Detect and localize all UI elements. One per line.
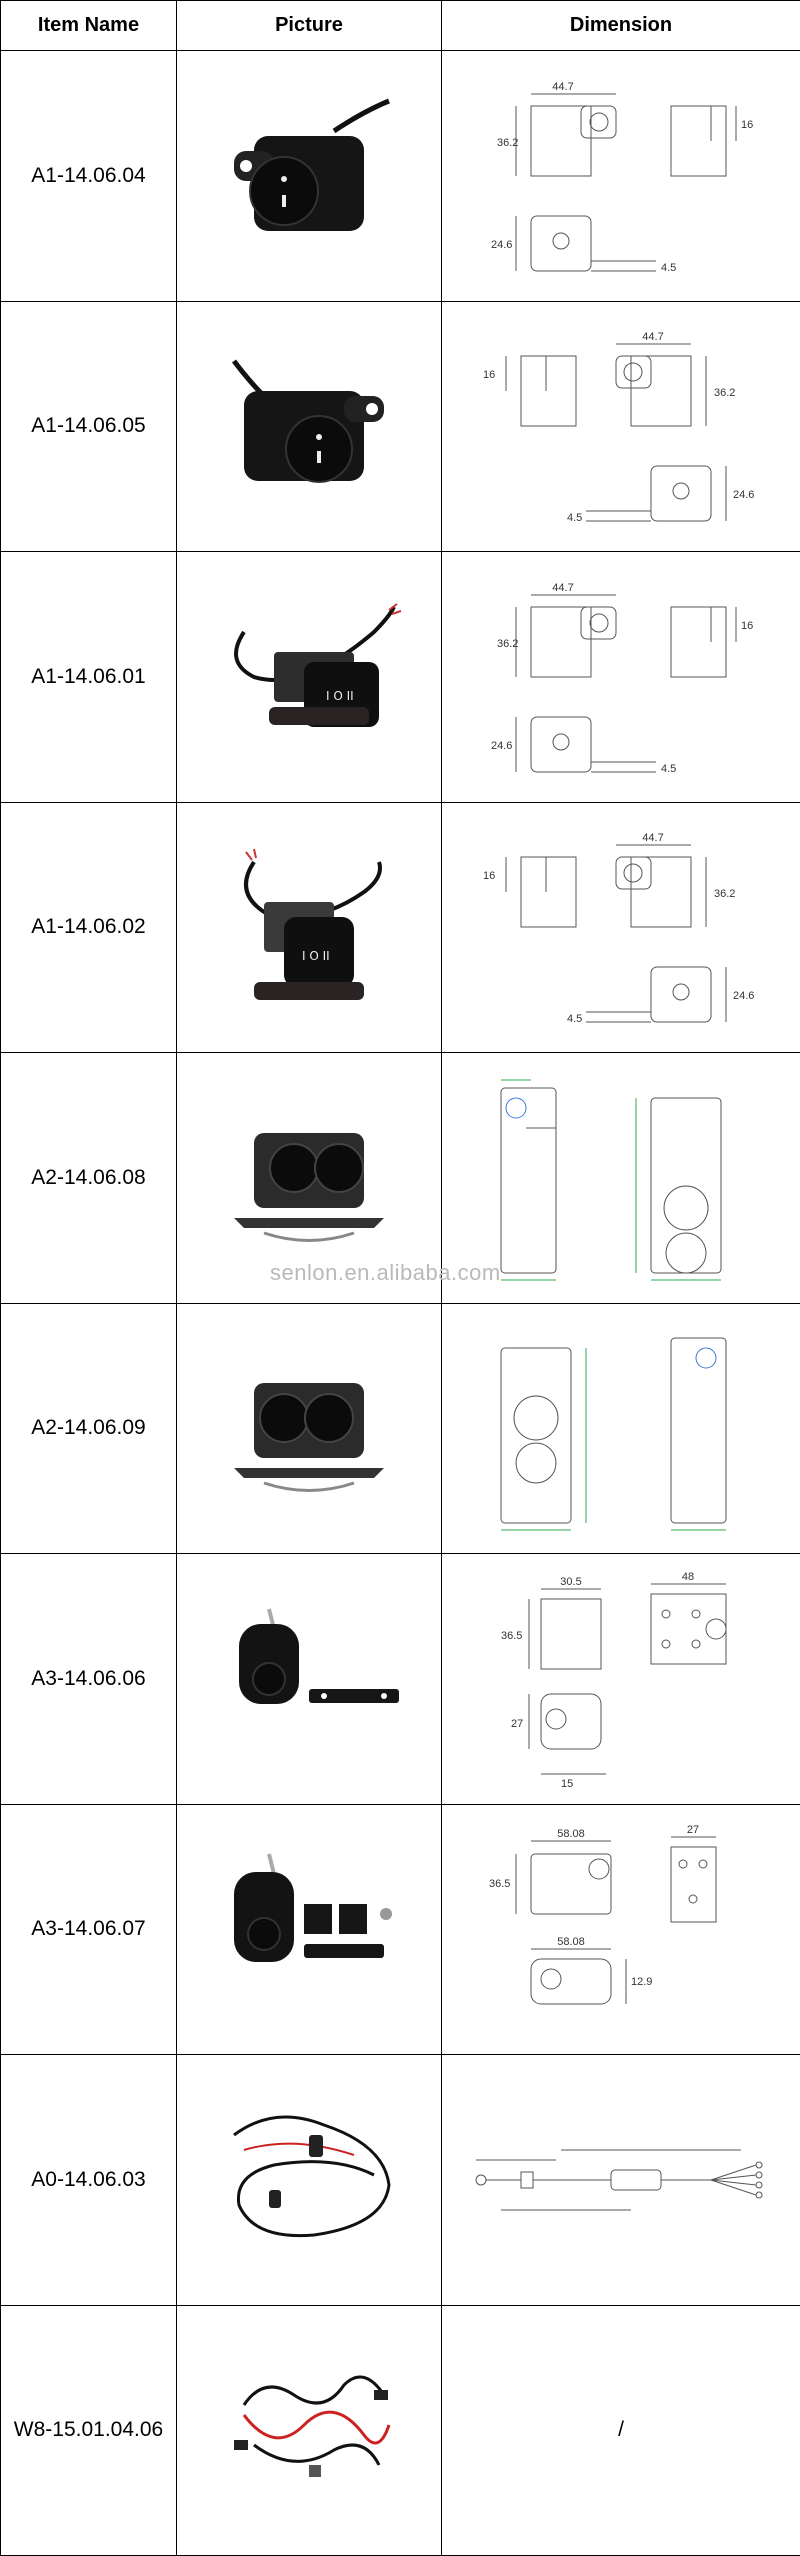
dim-depth-label: 16 (741, 620, 753, 632)
dimension-cell: 30.5 48 36.5 27 15 (442, 1554, 800, 1805)
dim-width2-label: 27 (687, 1824, 699, 1836)
single-rocker-switch-icon (214, 91, 404, 261)
header-item-name: Item Name (1, 1, 177, 51)
dimension-drawing (471, 1068, 771, 1288)
dim-tab-label: 4.5 (661, 763, 676, 775)
item-name-cell: A1-14.06.04 (1, 51, 177, 302)
item-name-cell: W8-15.01.04.06 (1, 2305, 177, 2556)
table-row: A3-14.06.07 (1, 1804, 800, 2055)
dimension-drawing: 58.08 27 36.5 58.08 12.9 (471, 1819, 771, 2039)
dim-depth-label: 16 (741, 119, 753, 131)
item-name-cell: A2-14.06.09 (1, 1303, 177, 1554)
dim-width-label: 44.7 (552, 81, 573, 93)
item-name-cell: A1-14.06.01 (1, 552, 177, 803)
three-position-switch-icon: I O II (214, 592, 404, 762)
picture-cell: I O II (177, 802, 442, 1053)
dim-width-label: 44.7 (642, 331, 663, 343)
dimension-drawing: 44.7 36.2 16 24.6 4.5 (471, 817, 771, 1037)
dim-tab-label: 15 (561, 1778, 573, 1789)
item-name-cell: A2-14.06.08 (1, 1053, 177, 1304)
dim-height-label: 36.2 (714, 888, 735, 900)
dim-height-label: 36.5 (489, 1878, 510, 1890)
dim-base-label: 24.6 (491, 239, 512, 251)
header-dimension: Dimension (442, 1, 800, 51)
dual-rocker-switch-icon (214, 1343, 404, 1513)
svg-text:I O II: I O II (302, 949, 330, 963)
table-row: A1-14.06.02 I O II (1, 802, 800, 1053)
picture-cell (177, 1554, 442, 1805)
picture-cell (177, 2055, 442, 2306)
dimension-drawing: 44.7 36.2 16 24.6 4.5 (471, 316, 771, 536)
table-row: A1-14.06.04 (1, 51, 800, 302)
watermark-text: senlon.en.alibaba.com (270, 1260, 501, 1286)
table-row: W8-15.01.04.06 / (1, 2305, 800, 2556)
dim-width-label: 58.08 (557, 1828, 585, 1840)
dim-base-label: 24.6 (733, 990, 754, 1002)
dimension-cell: 58.08 27 36.5 58.08 12.9 (442, 1804, 800, 2055)
dim-width-label: 30.5 (560, 1576, 581, 1588)
picture-cell (177, 2305, 442, 2556)
wiring-harness-icon (214, 2095, 404, 2265)
three-position-switch-icon: I O II (214, 842, 404, 1012)
dim-tab-label: 4.5 (661, 262, 676, 274)
picture-cell (177, 1303, 442, 1554)
dim-tab-label: 4.5 (567, 1013, 582, 1025)
dim-width3-label: 58.08 (557, 1936, 585, 1948)
picture-cell (177, 301, 442, 552)
table-row: A0-14.06.03 (1, 2055, 800, 2306)
picture-cell (177, 51, 442, 302)
dimension-drawing: 30.5 48 36.5 27 15 (471, 1569, 771, 1789)
dim-base-label: 24.6 (491, 740, 512, 752)
item-name-cell: A3-14.06.07 (1, 1804, 177, 2055)
dim-depth-label: 16 (483, 369, 495, 381)
dim-height-label: 36.2 (497, 137, 518, 149)
dimension-drawing: 44.7 36.2 16 24.6 4.5 (471, 567, 771, 787)
wiring-harness-bundle-icon (214, 2355, 404, 2505)
dim-tab-label: 4.5 (567, 512, 582, 524)
item-name-cell: A1-14.06.02 (1, 802, 177, 1053)
picture-cell (177, 1804, 442, 2055)
item-name-cell: A1-14.06.05 (1, 301, 177, 552)
header-row: Item Name Picture Dimension (1, 1, 800, 51)
dimension-cell (442, 1303, 800, 1554)
dimension-cell: 44.7 36.2 16 24.6 4.5 (442, 51, 800, 302)
dimension-drawing (461, 2110, 781, 2250)
dim-width2-label: 48 (682, 1571, 694, 1583)
dimension-cell: 44.7 36.2 16 24.6 4.5 (442, 802, 800, 1053)
dim-base-label: 24.6 (733, 489, 754, 501)
dimension-cell: 44.7 36.2 16 24.6 4.5 (442, 301, 800, 552)
dimension-cell: / (442, 2305, 800, 2556)
dim-height-label: 36.2 (714, 387, 735, 399)
table-row: A1-14.06.01 I O II (1, 552, 800, 803)
table-row: A2-14.06.09 (1, 1303, 800, 1554)
header-picture: Picture (177, 1, 442, 51)
table-row: A1-14.06.05 (1, 301, 800, 552)
dim-height-label: 36.2 (497, 638, 518, 650)
dim-width-label: 44.7 (552, 582, 573, 594)
handlebar-switch-kit-icon (214, 1594, 404, 1764)
dim-height-label: 36.5 (501, 1630, 522, 1642)
single-rocker-switch-icon (214, 341, 404, 511)
table-row: A3-14.06.06 (1, 1554, 800, 1805)
item-name-cell: A0-14.06.03 (1, 2055, 177, 2306)
dimension-drawing (471, 1318, 771, 1538)
dimension-cell: 44.7 36.2 16 24.6 4.5 (442, 552, 800, 803)
handlebar-switch-kit-icon (214, 1844, 404, 2014)
dimension-cell (442, 2055, 800, 2306)
dimension-none-text: / (618, 2418, 624, 2441)
dimension-drawing: 44.7 36.2 16 24.6 4.5 (471, 66, 771, 286)
dim-base-label: 27 (511, 1718, 523, 1730)
picture-cell: I O II (177, 552, 442, 803)
dim-width-label: 44.7 (642, 832, 663, 844)
svg-text:I O II: I O II (326, 689, 354, 703)
dim-tab-label: 12.9 (631, 1976, 652, 1988)
dim-depth-label: 16 (483, 870, 495, 882)
item-name-cell: A3-14.06.06 (1, 1554, 177, 1805)
dual-rocker-switch-icon (214, 1093, 404, 1263)
